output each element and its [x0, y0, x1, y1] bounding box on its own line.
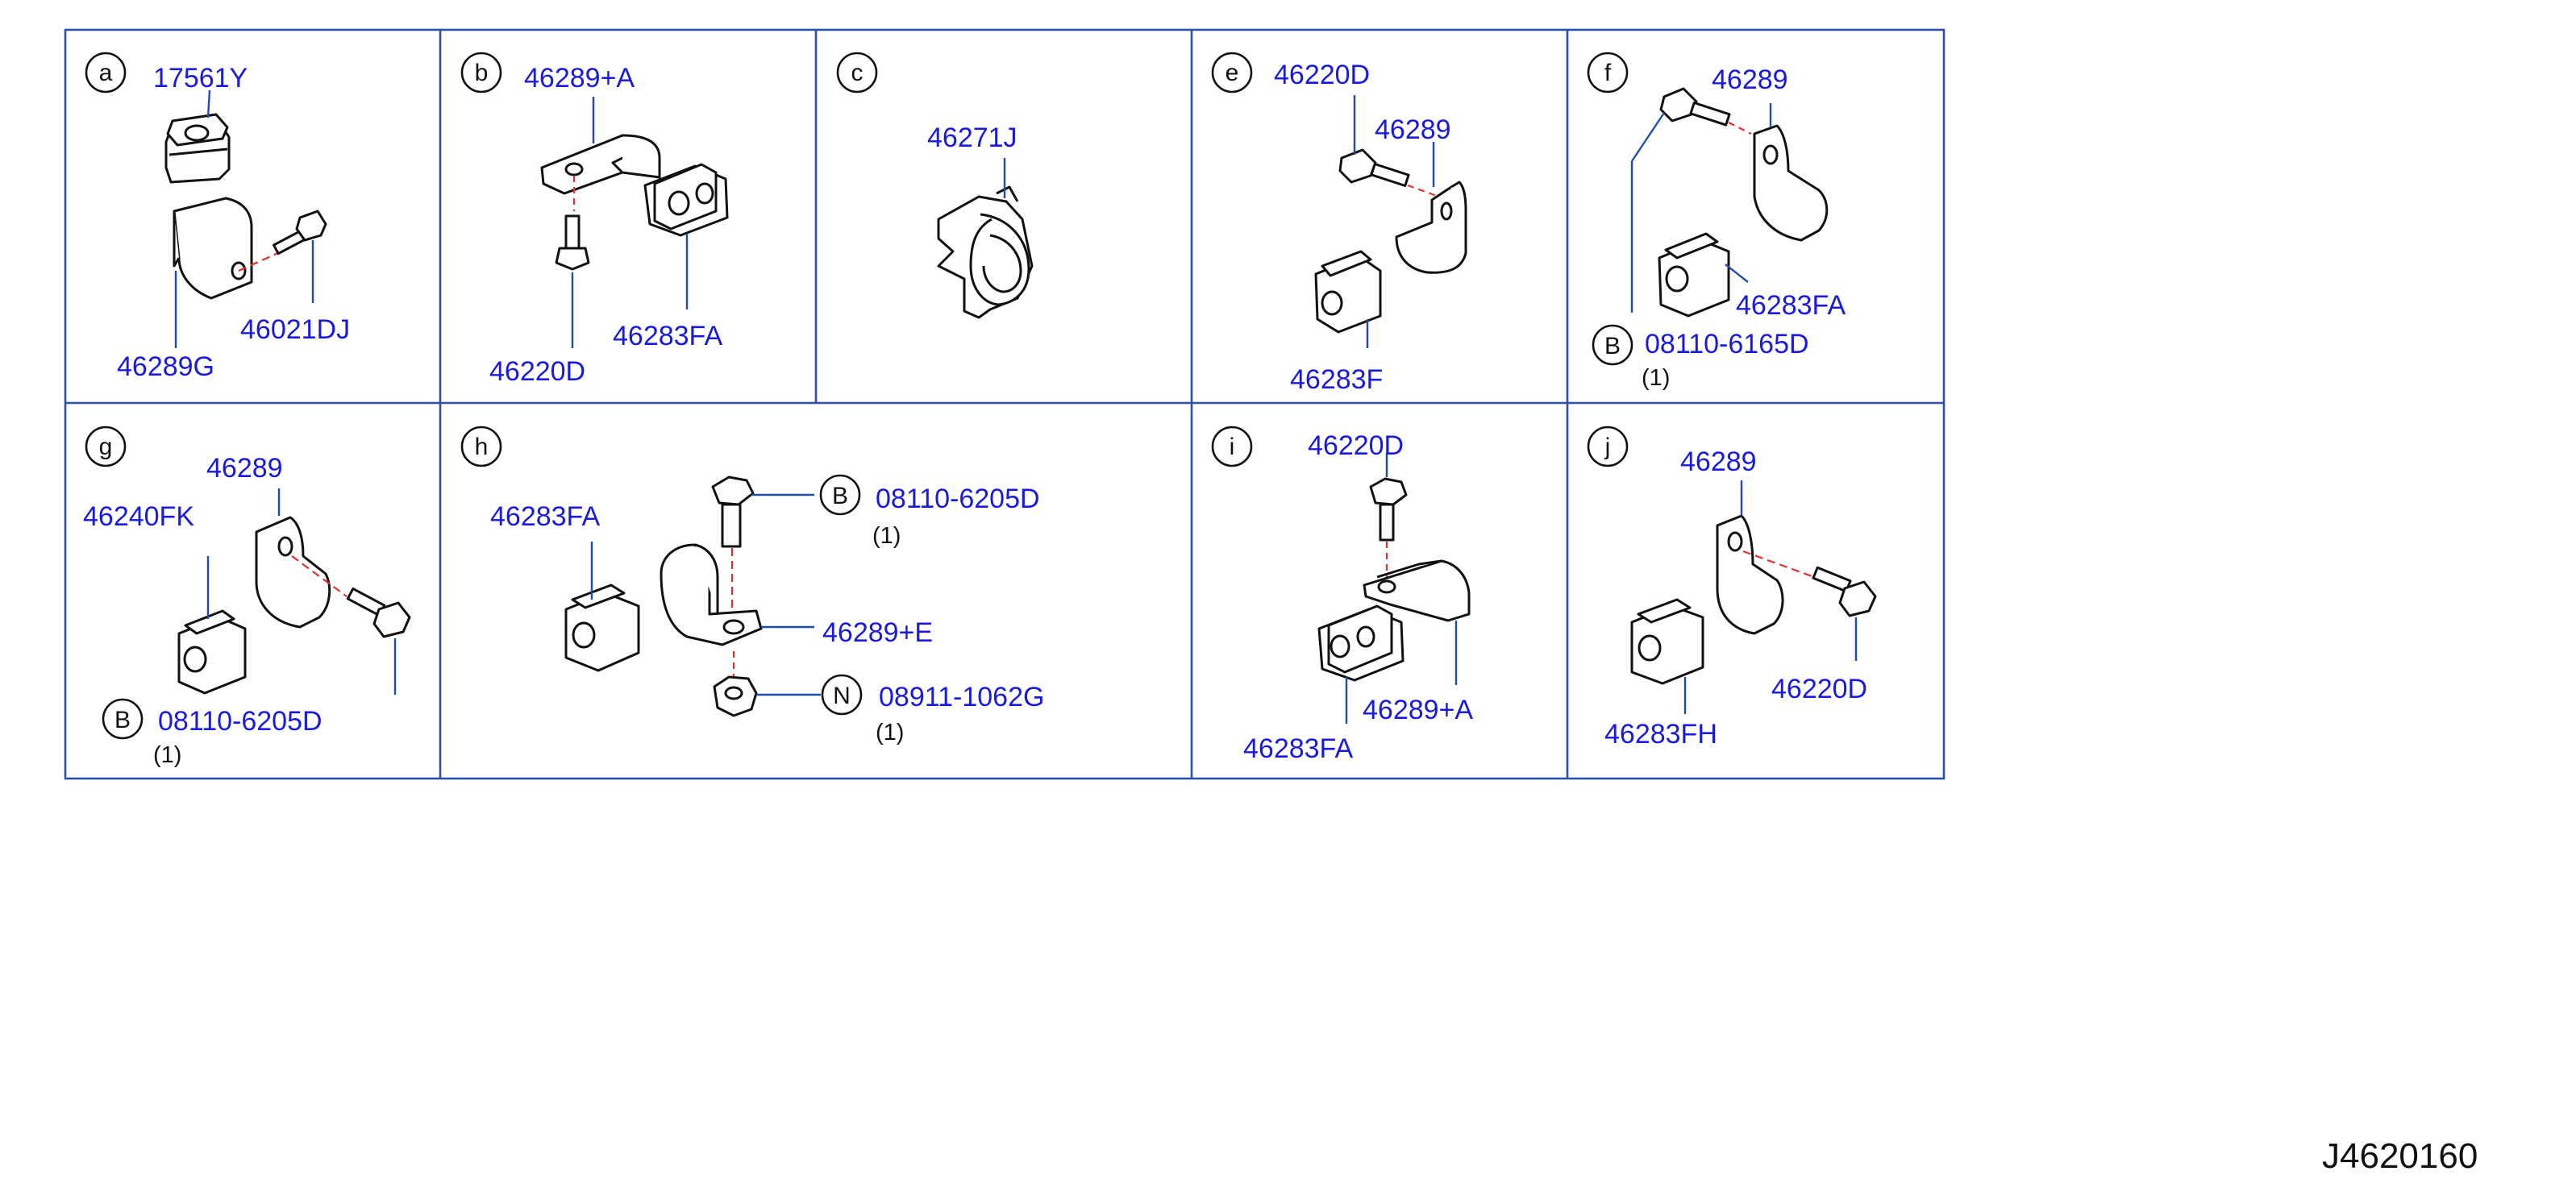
- bolt-icon: [1812, 566, 1877, 617]
- grommet-icon: [1630, 598, 1704, 685]
- fastener-symbol-circle: [1592, 324, 1633, 366]
- part-number-label: 46271J: [927, 123, 1017, 153]
- panel-letter: g: [99, 434, 113, 460]
- clip-icon: [937, 185, 1034, 319]
- panel-h: h B N 46283FA 08110-6205D: [460, 426, 1044, 745]
- fastener-symbol: B: [832, 483, 848, 509]
- panel-e: e 46220D 46289 46283F: [1211, 52, 1467, 395]
- quantity-label: (1): [153, 742, 181, 768]
- panel-letter: f: [1604, 60, 1612, 86]
- quantity-label: (1): [872, 523, 901, 549]
- panel-letter-circle: [460, 426, 502, 467]
- bolt-icon: [1338, 148, 1410, 187]
- part-number-label: 46240FK: [83, 501, 194, 532]
- bolt-icon: [1369, 477, 1408, 542]
- panel-letter-circle: [1587, 52, 1629, 93]
- part-number-label: 08911-1062G: [879, 682, 1044, 712]
- rubber-insulator-icon: [643, 163, 729, 237]
- nut-icon: [713, 675, 758, 717]
- part-number-label: 08110-6205D: [158, 706, 323, 737]
- grommet-icon: [564, 583, 640, 672]
- grommet-icon: [1314, 250, 1382, 334]
- panel-b: b 46289+A 46220D 46283FA: [460, 52, 729, 387]
- part-number-label: 46220D: [1274, 60, 1370, 90]
- panel-letter-circle: [1211, 426, 1253, 467]
- bracket-icon: [1363, 559, 1471, 622]
- bolt-icon: [555, 214, 590, 271]
- part-number-label: 46289+A: [1363, 695, 1473, 725]
- part-number-label: 46289: [1712, 64, 1788, 95]
- panel-letter: c: [851, 60, 864, 86]
- quantity-label: (1): [1642, 365, 1670, 391]
- panel-grid: [64, 28, 1946, 780]
- panel-letter-circle: [85, 426, 127, 467]
- panel-letter: i: [1230, 434, 1235, 460]
- part-number-label: 46220D: [489, 356, 585, 387]
- bracket-icon: [255, 516, 331, 629]
- bolt-icon: [711, 475, 755, 548]
- part-number-label: 46283FA: [1736, 290, 1846, 321]
- panel-letter-circle: [1587, 426, 1629, 467]
- fastener-symbol-circle: [821, 674, 863, 716]
- bracket-icon: [1395, 181, 1467, 274]
- outer-frame: [64, 28, 1946, 780]
- panel-letter-circle: [836, 52, 878, 93]
- bolt-icon: [1659, 87, 1731, 127]
- panel-letter: a: [99, 60, 113, 86]
- part-number-label: 08110-6205D: [876, 484, 1040, 514]
- bracket-icon: [173, 197, 253, 300]
- part-number-label: 46289G: [117, 351, 214, 382]
- part-number-label: 46021DJ: [240, 314, 350, 345]
- panel-c: c 46271J: [836, 52, 1034, 319]
- panel-letter: j: [1604, 434, 1611, 460]
- part-number-label: 46220D: [1771, 674, 1867, 704]
- fastener-symbol: B: [1604, 333, 1621, 359]
- part-number-label: 17561Y: [153, 63, 248, 93]
- part-number-label: 46283F: [1290, 364, 1383, 395]
- panel-letter-circle: [1211, 52, 1253, 93]
- panel-j: j 46289 46220D 46283FH: [1587, 426, 1877, 750]
- part-number-label: 46289+E: [822, 617, 933, 648]
- panel-letter: b: [475, 60, 489, 86]
- bracket-icon: [1716, 514, 1784, 635]
- panel-letter: e: [1226, 60, 1239, 86]
- bolt-icon: [346, 587, 411, 638]
- part-number-label: 46283FA: [613, 321, 722, 351]
- fastener-symbol-circle: [819, 474, 861, 516]
- part-number-label: 08110-6165D: [1645, 329, 1809, 359]
- bolt-icon: [273, 210, 327, 255]
- fastener-symbol-circle: [102, 698, 144, 740]
- part-number-label: 46220D: [1308, 430, 1404, 461]
- quantity-label: (1): [876, 720, 904, 745]
- panel-f: f B 46289 46283FA 08110-6165D (1): [1587, 52, 1846, 391]
- part-number-label: 46289: [206, 453, 283, 484]
- part-number-label: 46283FH: [1604, 719, 1717, 750]
- bracket-icon: [540, 134, 661, 195]
- part-number-label: 46289: [1375, 114, 1451, 145]
- part-number-label: 46289+A: [524, 63, 635, 93]
- rubber-insulator-icon: [1317, 604, 1405, 682]
- panel-a: a 17561Y 46289G 46021DJ: [85, 52, 350, 382]
- bracket-icon: [1753, 124, 1829, 242]
- panel-g: g B 46289 46240FK 08110-6205D (1): [83, 426, 411, 768]
- grommet-icon: [177, 609, 247, 695]
- panel-letter-circle: [460, 52, 502, 93]
- rubber-insulator-icon: [164, 113, 231, 184]
- fastener-symbol: B: [114, 707, 131, 733]
- diagram-reference-code: J4620160: [2322, 1136, 2478, 1176]
- grommet-icon: [1658, 232, 1730, 318]
- fastener-symbol: N: [833, 683, 851, 709]
- panel-letter: h: [475, 434, 489, 460]
- bracket-icon: [660, 543, 763, 646]
- panel-i: i 46220D 46289+A 46283FA: [1211, 426, 1473, 764]
- part-number-label: 46289: [1680, 446, 1757, 477]
- part-number-label: 46283FA: [1243, 733, 1353, 764]
- part-number-label: 46283FA: [490, 501, 600, 532]
- panel-letter-circle: [85, 52, 127, 93]
